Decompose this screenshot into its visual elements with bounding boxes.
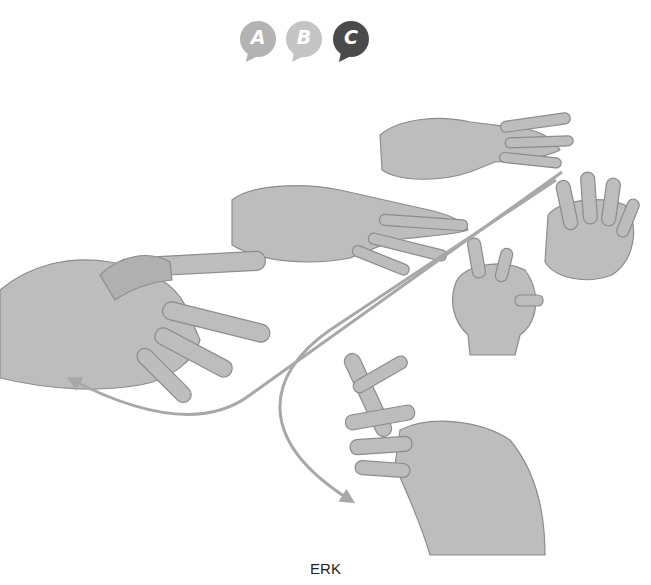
hand [380, 112, 573, 179]
bubble-letter: A [238, 26, 278, 48]
caption: ERK [0, 560, 651, 577]
movement-arrow [72, 172, 562, 414]
hand [453, 237, 543, 355]
hand [342, 351, 545, 555]
letter-bubble: C [331, 20, 371, 62]
hand [0, 251, 272, 406]
bubble-letter: C [331, 26, 371, 48]
movement-arrow [280, 180, 556, 500]
hand [545, 172, 641, 280]
bubble-letter: B [284, 26, 324, 48]
letter-bubble: B [284, 20, 324, 62]
letter-bubble: A [238, 20, 278, 62]
